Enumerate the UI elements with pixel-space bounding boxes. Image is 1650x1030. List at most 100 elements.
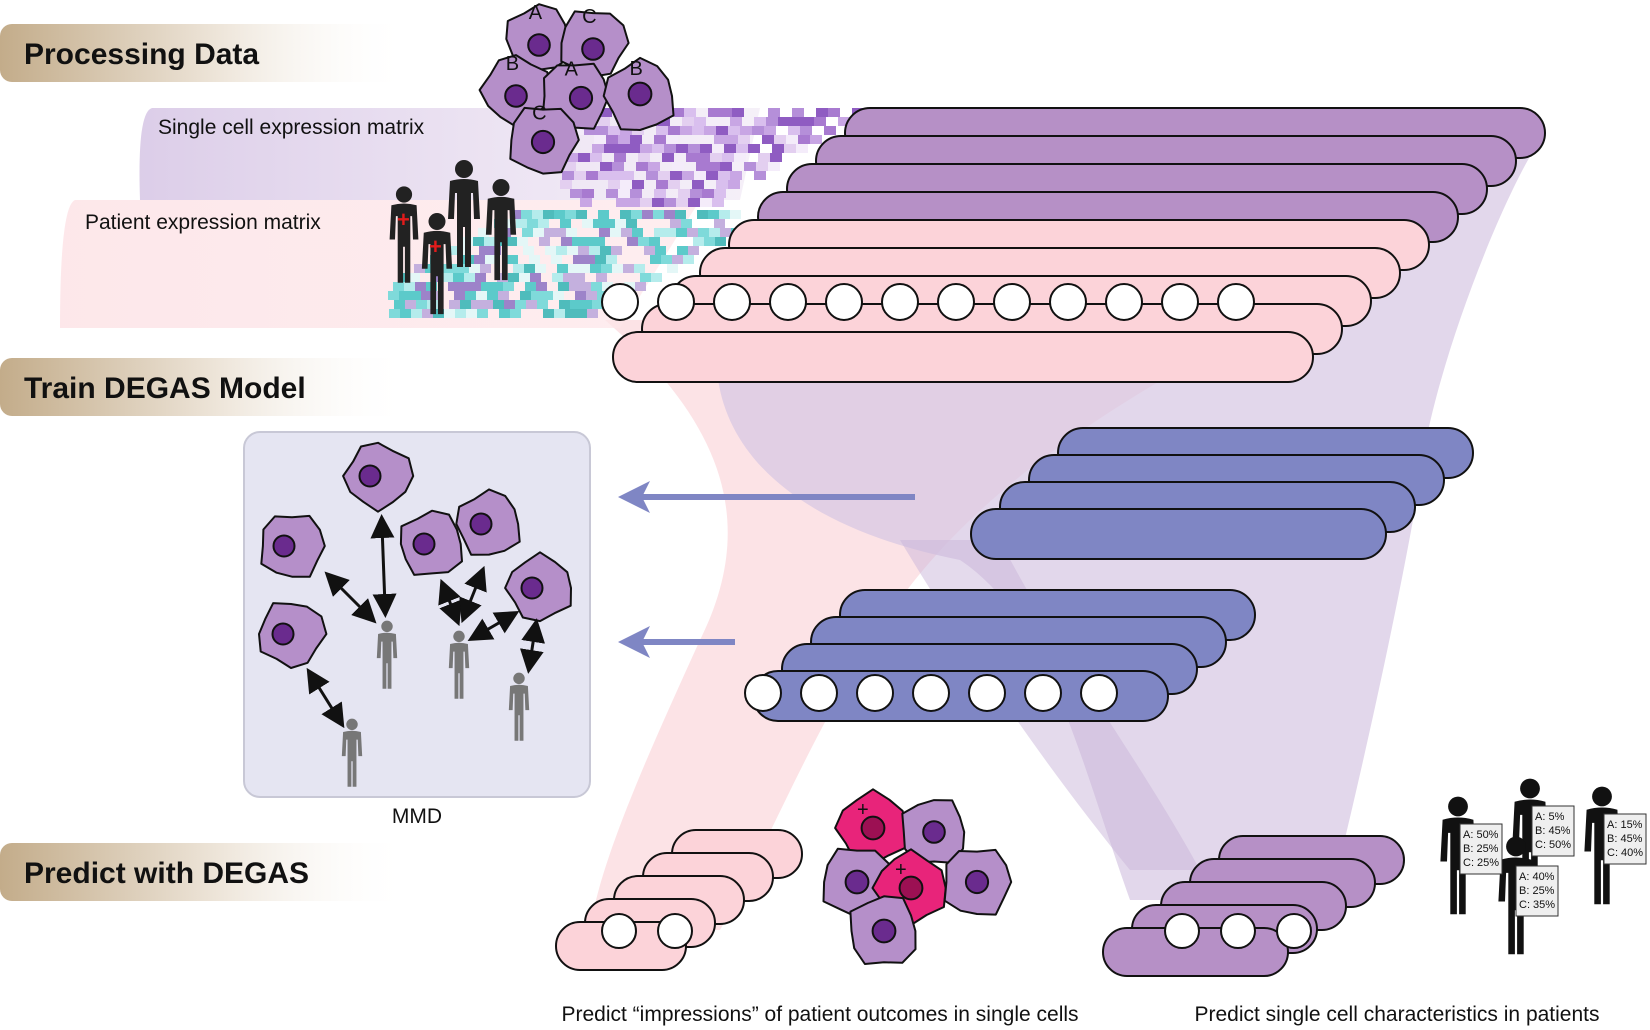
heatmap-cell: [766, 117, 778, 126]
heatmap-cell: [620, 126, 632, 135]
heatmap-cell: [677, 246, 688, 255]
heatmap-cell: [471, 300, 482, 309]
heatmap-cell: [398, 273, 409, 282]
heatmap-cell: [404, 282, 415, 291]
heatmap-cell: [608, 126, 620, 135]
heatmap-cell: [459, 282, 470, 291]
heatmap-cell: [714, 219, 725, 228]
heatmap-cell: [758, 153, 770, 162]
heatmap-cell: [636, 162, 648, 171]
heatmap-cell: [555, 228, 566, 237]
heatmap-cell: [716, 126, 728, 135]
heatmap-cell: [527, 219, 538, 228]
cell-letter: A: [565, 59, 579, 81]
heatmap-cell: [655, 246, 666, 255]
cell: B: [478, 53, 553, 128]
heatmap-cell: [728, 126, 740, 135]
heatmap-cell: [464, 273, 475, 282]
heatmap-cell: [569, 282, 580, 291]
heatmap-cell: [421, 291, 432, 300]
nucleus: [922, 820, 946, 844]
plus-icon: +: [895, 859, 907, 881]
nucleus: [871, 918, 897, 944]
heatmap-cell: [732, 108, 744, 117]
nucleus: [412, 532, 436, 556]
heatmap-cell: [644, 246, 655, 255]
nucleus: [504, 84, 528, 108]
heatmap-cell: [574, 171, 586, 180]
heatmap-cell: [400, 309, 411, 318]
nucleus: [964, 869, 990, 895]
heatmap-cell: [414, 264, 425, 273]
mmd-cells: [258, 441, 572, 669]
nucleus: [844, 869, 870, 895]
heatmap-cell: [599, 228, 610, 237]
heatmap-cell: [710, 153, 722, 162]
card-bg: [1459, 823, 1503, 875]
node: [657, 913, 693, 949]
heatmap-cell: [630, 189, 642, 198]
heatmap-cell: [485, 255, 496, 264]
card-value: A: 40%: [1519, 871, 1555, 883]
heatmap-cell: [574, 273, 585, 282]
heatmap-cell: [481, 282, 492, 291]
heatmap-cell: [716, 180, 728, 189]
heatmap-cell: [522, 228, 533, 237]
hidden-layer: [970, 508, 1387, 560]
heatmap-cell: [576, 309, 587, 318]
node: [1024, 674, 1062, 712]
heatmap-cell: [814, 117, 826, 126]
heatmap-cell: [594, 237, 605, 246]
heatmap-cell: [480, 264, 491, 273]
node: [1220, 913, 1256, 949]
heatmap-cell: [736, 144, 748, 153]
heatmap-cell: [594, 135, 606, 144]
heatmap-cell: [756, 162, 768, 171]
nucleus: [581, 37, 605, 61]
heatmap-cell: [506, 237, 517, 246]
cell: A: [505, 2, 572, 72]
heatmap-cell: [730, 117, 742, 126]
heatmap-cell: [618, 135, 630, 144]
heatmap-cell: [668, 180, 680, 189]
node: [1217, 283, 1255, 321]
heatmap-cell: [510, 309, 521, 318]
heatmap-cell: [543, 210, 554, 219]
heatmap-cell: [515, 300, 526, 309]
node: [968, 674, 1006, 712]
heatmap-cell: [602, 282, 613, 291]
mmd-label: MMD: [392, 805, 442, 828]
patient-card: A: 50%B: 25%C: 25%: [1459, 823, 1503, 875]
cell-letter: A: [529, 2, 543, 24]
heatmap-cell: [656, 126, 668, 135]
cell: [504, 551, 572, 623]
heatmap-cell: [672, 162, 684, 171]
heatmap-cell: [580, 282, 591, 291]
heatmap-cell: [590, 264, 601, 273]
heatmap-cell: [474, 255, 485, 264]
heatmap-cell: [670, 219, 681, 228]
heatmap-cell: [453, 273, 464, 282]
heatmap-cell: [726, 135, 738, 144]
heatmap-cell: [664, 198, 676, 207]
mmd-arrows: [306, 514, 546, 729]
heatmap-cell: [560, 180, 572, 189]
heatmap-cell: [578, 246, 589, 255]
heatmap-cell: [700, 198, 712, 207]
hidden-layer-stack: [970, 427, 1474, 560]
heatmap-cell: [573, 255, 584, 264]
heatmap-cell: [409, 273, 420, 282]
node: [856, 674, 894, 712]
node: [912, 674, 950, 712]
node: [993, 283, 1031, 321]
cell: [943, 848, 1013, 916]
nucleus: [520, 576, 544, 600]
output-layer-stack: [744, 589, 1256, 722]
heatmap-cell: [634, 264, 645, 273]
heatmap-cell: [694, 171, 706, 180]
heatmap-cell: [570, 189, 582, 198]
heatmap-cell: [584, 255, 595, 264]
heatmap-cell: [393, 282, 404, 291]
heatmap-cell: [558, 282, 569, 291]
heatmap-cell: [676, 144, 688, 153]
